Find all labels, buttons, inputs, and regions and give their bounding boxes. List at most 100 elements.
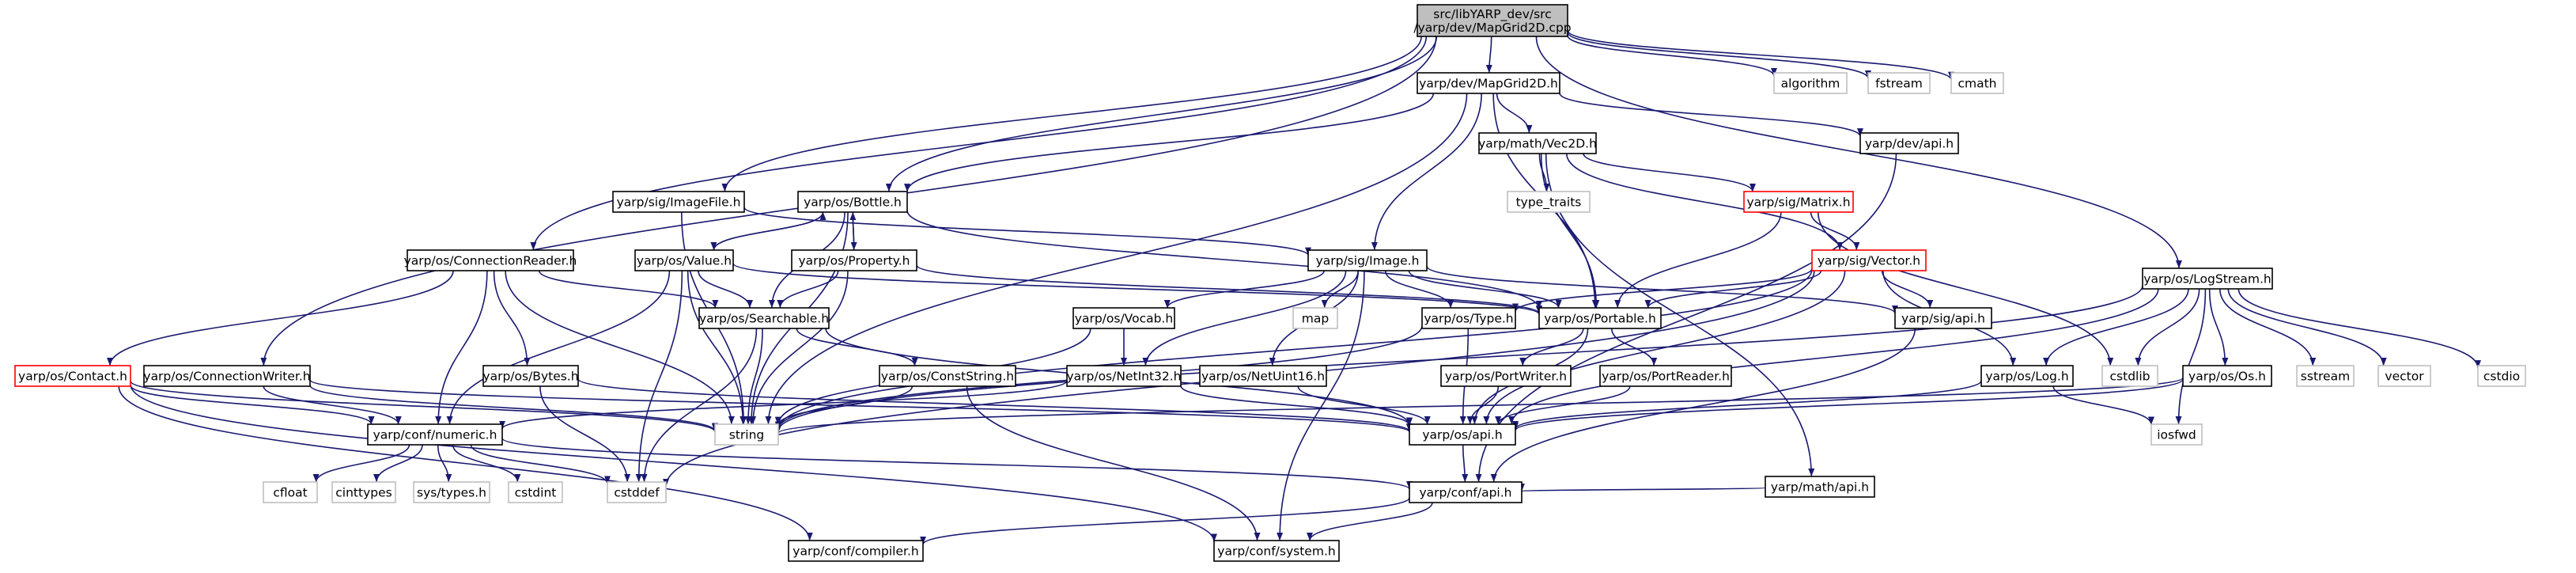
node-sig_api[interactable]: yarp/sig/api.h <box>1894 307 1992 329</box>
edge-connreader-to-string <box>505 270 735 425</box>
node-label-property: yarp/os/Property.h <box>798 254 910 268</box>
node-box-value <box>634 249 734 271</box>
node-numeric[interactable]: yarp/conf/numeric.h <box>367 423 503 446</box>
node-vocab[interactable]: yarp/os/Vocab.h <box>1072 307 1175 329</box>
node-netuint16[interactable]: yarp/os/NetUint16.h <box>1199 365 1327 387</box>
node-box-vector <box>1811 249 1927 271</box>
node-string: string <box>714 423 779 446</box>
node-iosfwd: iosfwd <box>2150 423 2203 446</box>
edge-connwriter-to-string <box>309 385 718 431</box>
edge-os_h-to-os_api <box>1512 378 2184 431</box>
node-bottle[interactable]: yarp/os/Bottle.h <box>797 191 908 213</box>
node-box-contact <box>14 365 131 387</box>
node-label-vocab: yarp/os/Vocab.h <box>1075 312 1173 326</box>
node-os_api[interactable]: yarp/os/api.h <box>1409 423 1516 446</box>
node-label-type_h: yarp/os/Type.h <box>1424 312 1513 326</box>
edge-root-to-fstream <box>1567 32 1871 79</box>
node-contact[interactable]: yarp/os/Contact.h <box>14 365 131 387</box>
node-label-matrix: yarp/sig/Matrix.h <box>1746 195 1850 210</box>
edge-searchable-to-conststring <box>796 328 918 366</box>
node-compiler[interactable]: yarp/conf/compiler.h <box>788 540 924 562</box>
edge-logstream-to-log <box>2043 288 2189 366</box>
node-netint32[interactable]: yarp/os/NetInt32.h <box>1066 365 1182 387</box>
node-cfloat: cfloat <box>263 481 318 503</box>
node-imagefile[interactable]: yarp/sig/ImageFile.h <box>612 191 745 213</box>
node-image[interactable]: yarp/sig/Image.h <box>1307 249 1428 271</box>
node-connreader[interactable]: yarp/os/ConnectionReader.h <box>404 249 577 271</box>
node-label-sstream: sstream <box>2301 370 2350 384</box>
edge-os_h-to-string <box>775 377 2184 434</box>
node-portable[interactable]: yarp/os/Portable.h <box>1538 307 1662 329</box>
node-label-conststring: yarp/os/ConstString.h <box>881 370 1014 384</box>
node-conf_api[interactable]: yarp/conf/api.h <box>1409 481 1523 503</box>
node-map: map <box>1292 307 1338 329</box>
edge-searchable-to-cstddef <box>641 328 758 483</box>
node-portreader[interactable]: yarp/os/PortReader.h <box>1599 365 1732 387</box>
node-label-map: map <box>1302 312 1329 326</box>
edge-connwriter-to-numeric <box>263 385 402 425</box>
node-system[interactable]: yarp/conf/system.h <box>1213 540 1340 562</box>
edge-mapgrid2d_h-to-image <box>1371 93 1482 251</box>
node-math_api[interactable]: yarp/math/api.h <box>1765 476 1875 498</box>
edge-root-to-imagefile <box>721 36 1422 192</box>
node-cstddef: cstddef <box>607 481 667 503</box>
node-os_h[interactable]: yarp/os/Os.h <box>2182 365 2272 387</box>
edge-conf_api-to-system <box>1307 502 1433 541</box>
node-box-type_h <box>1421 307 1516 329</box>
edge-connwriter-to-os_api <box>309 379 1413 433</box>
edge-root-to-connreader <box>530 36 1428 251</box>
edge-contact-to-system <box>130 384 1217 542</box>
node-box-searchable <box>698 307 830 329</box>
node-box-dev_api <box>1859 132 1959 154</box>
node-box-os_h <box>2182 365 2272 387</box>
node-box-imagefile <box>612 191 745 213</box>
node-logstream[interactable]: yarp/os/LogStream.h <box>2142 268 2273 290</box>
node-type_h[interactable]: yarp/os/Type.h <box>1421 307 1516 329</box>
edge-matrix-to-cstdlib <box>1817 211 2114 366</box>
node-vector[interactable]: yarp/sig/Vector.h <box>1811 249 1927 271</box>
node-conststring[interactable]: yarp/os/ConstString.h <box>879 365 1016 387</box>
node-box-type_traits <box>1507 191 1591 213</box>
node-box-system <box>1213 540 1340 562</box>
node-box-vocab <box>1072 307 1175 329</box>
node-mapgrid2d_h[interactable]: yarp/dev/MapGrid2D.h <box>1417 72 1560 94</box>
node-root[interactable]: src/libYARP_dev/src/yarp/dev/MapGrid2D.c… <box>1413 4 1572 37</box>
edge-value-to-numeric <box>446 270 671 425</box>
node-label-cinttypes: cinttypes <box>335 486 392 500</box>
node-cstdint: cstdint <box>508 481 563 503</box>
edge-property-to-portable <box>916 264 1542 314</box>
edge-logstream-to-sstream <box>2219 288 2317 366</box>
node-connwriter[interactable]: yarp/os/ConnectionWriter.h <box>143 365 311 387</box>
node-box-image <box>1307 249 1428 271</box>
edge-image-to-vocab <box>1163 270 1325 309</box>
node-box-cstdio <box>2477 365 2526 387</box>
node-log[interactable]: yarp/os/Log.h <box>1980 365 2074 387</box>
edge-portreader-to-os_api <box>1495 385 1631 425</box>
node-value[interactable]: yarp/os/Value.h <box>634 249 734 271</box>
node-fstream: fstream <box>1867 72 1931 94</box>
node-label-image: yarp/sig/Image.h <box>1316 254 1420 268</box>
node-portwriter[interactable]: yarp/os/PortWriter.h <box>1440 365 1572 387</box>
node-label-system: yarp/conf/system.h <box>1217 545 1335 559</box>
node-box-bytes <box>482 365 579 387</box>
edge-numeric-to-cstddef <box>470 444 611 484</box>
node-box-netint32 <box>1066 365 1182 387</box>
edge-sig_api-to-conf_api <box>1490 328 1916 483</box>
edge-logstream-to-cstdio <box>2237 288 2481 369</box>
edge-log-to-os_api <box>1512 380 1982 430</box>
node-label-type_traits: type_traits <box>1516 195 1582 211</box>
node-bytes[interactable]: yarp/os/Bytes.h <box>482 365 579 387</box>
edge-contact-to-numeric <box>130 385 375 425</box>
node-label-connreader: yarp/os/ConnectionReader.h <box>404 254 577 268</box>
node-label-sig_api: yarp/sig/api.h <box>1901 312 1985 326</box>
node-dev_api[interactable]: yarp/dev/api.h <box>1859 132 1959 154</box>
node-label-log: yarp/os/Log.h <box>1985 370 2068 384</box>
node-searchable[interactable]: yarp/os/Searchable.h <box>698 307 830 329</box>
node-label-portreader: yarp/os/PortReader.h <box>1602 370 1730 384</box>
node-property[interactable]: yarp/os/Property.h <box>791 249 917 271</box>
node-algorithm: algorithm <box>1773 72 1848 94</box>
edge-bytes-to-os_api <box>577 378 1413 432</box>
node-vec2d[interactable]: yarp/math/Vec2D.h <box>1478 132 1597 154</box>
edge-logstream-to-os_h <box>2208 288 2229 366</box>
node-matrix[interactable]: yarp/sig/Matrix.h <box>1743 191 1854 213</box>
